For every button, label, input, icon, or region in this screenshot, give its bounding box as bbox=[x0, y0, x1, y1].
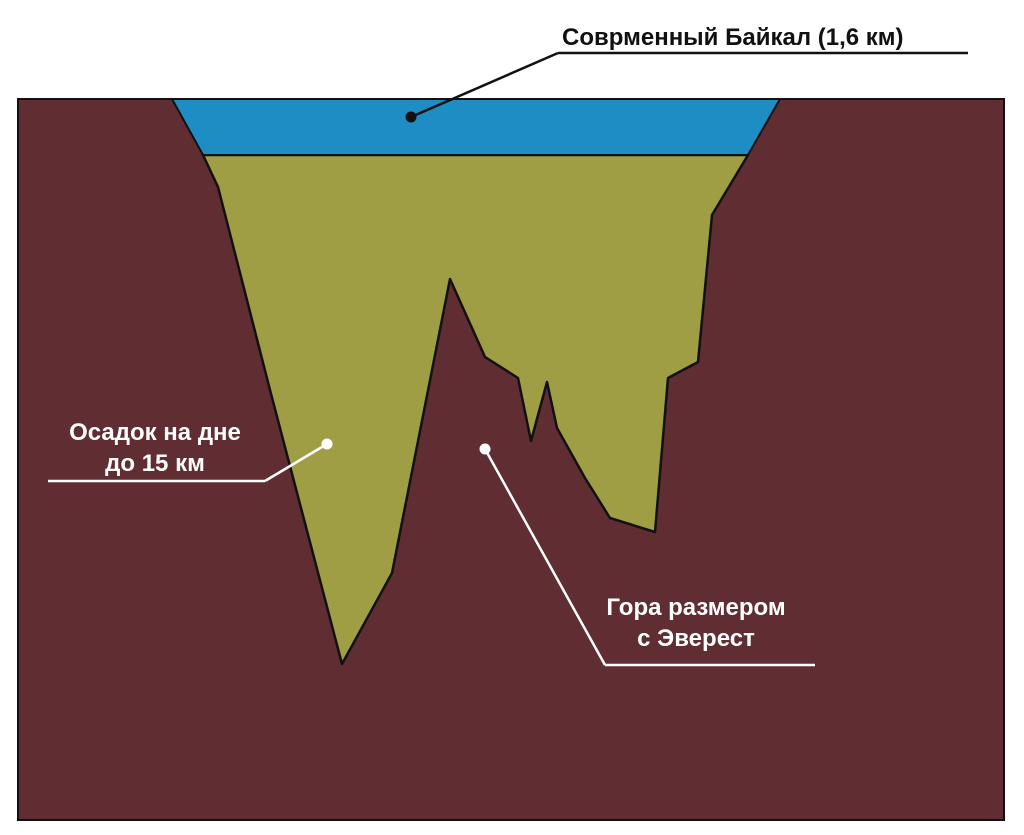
sediment-label-line2: до 15 км bbox=[105, 450, 205, 477]
sediment-callout-leader bbox=[264, 442, 328, 483]
lake-callout-dot bbox=[405, 111, 417, 123]
mountain-callout-dot bbox=[479, 443, 491, 455]
sediment-label: Осадок на дне до 15 км bbox=[40, 417, 270, 479]
mountain-callout-leader bbox=[483, 448, 607, 666]
mountain-label: Гора размером с Эверест bbox=[596, 592, 796, 654]
mountain-label-line1: Гора размером bbox=[606, 594, 786, 621]
lake-callout-leader bbox=[410, 51, 559, 119]
sediment-label-line1: Осадок на дне bbox=[69, 419, 241, 446]
sediment-callout-dot bbox=[321, 438, 333, 450]
lake-label-text: Сoврменный Байкал (1,6 км) bbox=[562, 24, 904, 51]
mountain-label-line2: с Эверест bbox=[637, 625, 755, 652]
sediment-layer bbox=[201, 153, 750, 666]
water-layer bbox=[170, 98, 782, 156]
lake-label: Сoврменный Байкал (1,6 км) bbox=[562, 22, 967, 53]
